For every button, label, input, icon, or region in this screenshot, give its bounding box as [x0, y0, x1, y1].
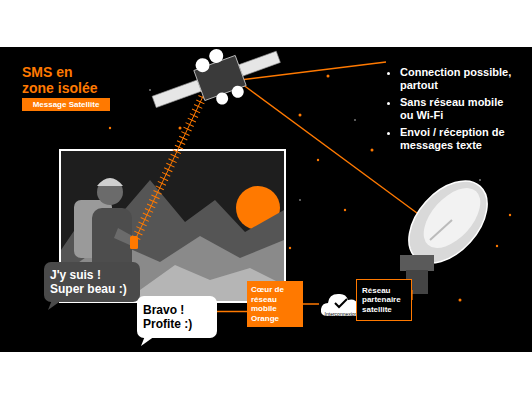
speech-bubble: Bravo ! Profite :) — [137, 296, 217, 338]
connector — [217, 311, 247, 313]
beam-ladder — [136, 90, 206, 238]
diagram-title: SMS en zone isolée — [22, 64, 104, 96]
node-text: Interconnexion — [325, 311, 358, 320]
tail-shape — [48, 300, 62, 310]
beam-line — [136, 90, 206, 238]
network-box: Cœur de réseau mobile Orange — [247, 281, 303, 327]
tag-badge: Message Satellite — [22, 98, 110, 111]
bullet-list: Connection possible, partoutSans réseau … — [388, 66, 516, 156]
node-text: Message Satellite — [25, 100, 107, 109]
satellite-dish — [394, 166, 503, 294]
connector — [303, 303, 319, 305]
node-text: Cœur de réseau mobile Orange — [251, 285, 299, 323]
node-text: Bravo ! Profite :) — [143, 303, 211, 331]
partner-box: Réseau partenaire satellite — [356, 279, 412, 321]
bullet-item: Sans réseau mobile ou Wi-Fi — [400, 96, 516, 122]
satellite — [144, 30, 287, 127]
check-mark — [335, 299, 347, 307]
bullet-item: Envoi / réception de messages texte — [400, 126, 516, 152]
speech-bubble: J'y suis ! Super beau :) — [44, 262, 140, 302]
tail-shape — [141, 336, 155, 346]
node-text: J'y suis ! Super beau :) — [50, 268, 134, 296]
bullet-item: Connection possible, partout — [400, 66, 516, 92]
node-text: Réseau partenaire satellite — [362, 286, 406, 315]
